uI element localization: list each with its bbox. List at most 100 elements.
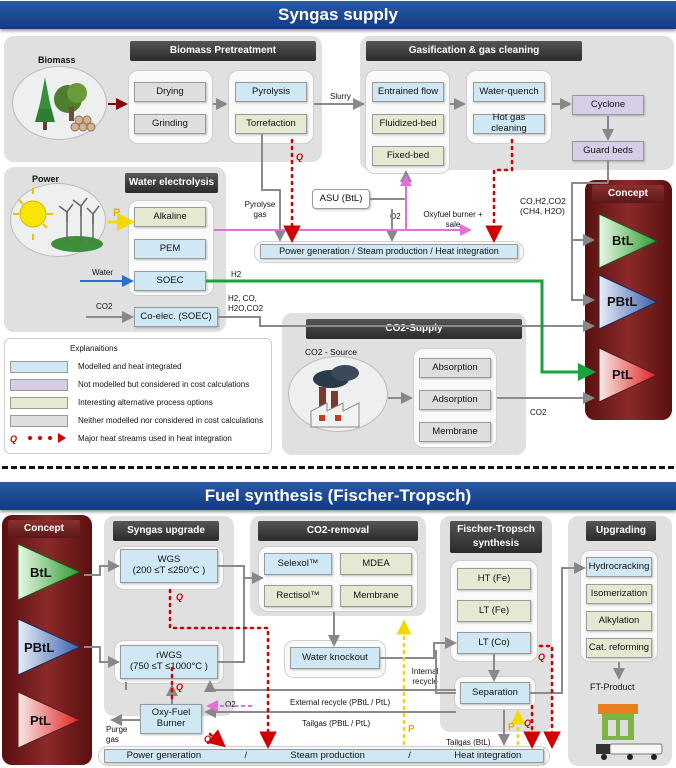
- membrane-box-top: Membrane: [419, 422, 491, 442]
- lt-co-box: LT (Co): [457, 632, 531, 654]
- power-gen-bar: Power generation / Steam production / He…: [260, 244, 518, 259]
- syngas-supply-banner: Syngas supply: [0, 1, 676, 29]
- factory-icon: [310, 365, 360, 428]
- ft-title-line2: synthesis: [472, 538, 520, 549]
- ptl-label-bottom: PtL: [30, 713, 51, 728]
- syngas-supply-title: Syngas supply: [278, 5, 398, 24]
- isomerization-box: Isomerization: [586, 584, 652, 604]
- legend-item-alternative: Interesting alternative process options: [78, 398, 213, 407]
- h2co-line1: H2, CO,: [228, 294, 257, 303]
- ht-fe-box: HT (Fe): [457, 568, 531, 590]
- concept-header-bottom: Concept: [8, 520, 80, 538]
- oxy-fuel-burner-box: Oxy-Fuel Burner: [140, 704, 202, 734]
- wind-solar-icon: [13, 188, 103, 252]
- h2co-line2: H2O,CO2: [228, 303, 264, 313]
- legend-title: Explanaitions: [70, 344, 118, 353]
- fuel-synthesis-title: Fuel synthesis (Fischer-Tropsch): [204, 486, 472, 505]
- torrefaction-box: Torrefaction: [235, 114, 307, 134]
- fixed-bed-box: Fixed-bed: [372, 146, 444, 166]
- ft-header: Fischer-Tropsch synthesis: [450, 521, 542, 553]
- btl-triangle: [598, 213, 659, 269]
- ptl-label-top: PtL: [612, 367, 633, 382]
- membrane-box-bottom: Membrane: [340, 585, 412, 607]
- legend-swatch-alternative: [10, 397, 68, 409]
- syngas-co-label: CO,H2,CO2: [520, 196, 566, 206]
- alkylation-box: Alkylation: [586, 611, 652, 631]
- pem-box: PEM: [134, 239, 206, 259]
- ptl-triangle-bottom: [17, 691, 82, 749]
- slurry-label: Slurry: [330, 92, 351, 101]
- syngas-upgrade-header: Syngas upgrade: [113, 521, 219, 541]
- guard-beds-box: Guard beds: [572, 141, 644, 161]
- legend-item-neither: Neither modelled nor considered in cost …: [78, 416, 263, 425]
- co2-out-label: CO2: [530, 408, 547, 417]
- upgrading-header: Upgrading: [586, 521, 656, 541]
- trees-icon: [35, 77, 96, 132]
- svg-text:Q: Q: [204, 734, 211, 744]
- h2-label: H2: [231, 270, 242, 279]
- fuel-station-icon: [596, 704, 663, 760]
- gasification-header: Gasification & gas cleaning: [366, 41, 582, 61]
- biomass-label: Biomass: [38, 55, 76, 65]
- fluidized-bed-box: Fluidized-bed: [372, 114, 444, 134]
- grinding-box: Grinding: [134, 114, 206, 134]
- power-image: [10, 183, 106, 257]
- wgs-label: WGS: [157, 554, 181, 566]
- absorption-box: Absorption: [419, 358, 491, 378]
- legend-item-heat: Major heat streams used in heat integrat…: [78, 434, 232, 443]
- hydrocracking-box: Hydrocracking: [586, 557, 652, 577]
- wgs-range: (200 ≤T ≤250°C ): [132, 565, 206, 576]
- section-separator: [2, 466, 674, 469]
- water-quench-box: Water-quench: [473, 82, 545, 102]
- water-knockout-box: Water knockout: [290, 647, 380, 669]
- o2-bottom-label: O2: [225, 700, 236, 709]
- co2-source-image: [288, 356, 388, 432]
- pyrolyse-gas-label: Pyrolyse gas: [244, 200, 276, 219]
- heat-integration-label: Heat integration: [454, 749, 522, 761]
- power-generation-label: Power generation: [126, 749, 202, 761]
- rwgs-box: rWGS (750 ≤T ≤1000°C ): [120, 645, 218, 679]
- power-bar-separator-1: /: [244, 749, 248, 761]
- pbtl-triangle-bottom: [17, 618, 82, 676]
- entrained-flow-box: Entrained flow: [372, 82, 444, 102]
- separation-box: Separation: [460, 682, 530, 704]
- btl-triangle-bottom: [17, 543, 82, 601]
- pyrolysis-box: Pyrolysis: [235, 82, 307, 102]
- cat-reforming-box: Cat. reforming: [586, 638, 652, 658]
- co2-supply-header: CO2-Supply: [306, 319, 522, 339]
- purge-gas-label: Purge gas: [106, 725, 128, 744]
- legend-swatch-not-modelled: [10, 379, 68, 391]
- btl-label-top: BtL: [612, 233, 634, 248]
- tailgas-pbtl-label: Tailgas (PBtL / PtL): [302, 719, 371, 728]
- o2-label: O2: [390, 212, 401, 221]
- drying-box: Drying: [134, 82, 206, 102]
- power-bar-separator-2: /: [408, 749, 411, 761]
- wgs-box: WGS (200 ≤T ≤250°C ): [120, 549, 218, 583]
- svg-text:P: P: [408, 724, 415, 735]
- fuel-synthesis-banner: Fuel synthesis (Fischer-Tropsch): [0, 482, 676, 510]
- syngas-composition-label: CO,H2,CO2 (CH4, H2O): [520, 196, 566, 216]
- co2-removal-header: CO2-removal: [258, 521, 418, 541]
- h2co-label: H2, CO, H2O,CO2: [228, 294, 263, 313]
- ft-title-line1: Fischer-Tropsch: [457, 524, 535, 535]
- legend-swatch-modelled: [10, 361, 68, 373]
- soec-box: SOEC: [134, 271, 206, 291]
- pbtl-triangle: [598, 274, 659, 330]
- mdea-box: MDEA: [340, 553, 412, 575]
- bottom-power-bar: Power generation / Steam production / He…: [104, 749, 544, 763]
- syngas-ch4-label: (CH4, H2O): [520, 206, 565, 217]
- btl-label-bottom: BtL: [30, 565, 52, 580]
- legend-swatch-neither: [10, 415, 68, 427]
- biomass-image: [12, 66, 107, 140]
- water-electrolysis-header: Water electrolysis: [125, 173, 218, 193]
- external-recycle-label: External recycle (PBtL / PtL): [290, 698, 391, 707]
- water-label: Water: [92, 268, 114, 277]
- alkaline-box: Alkaline: [134, 207, 206, 227]
- steam-production-label: Steam production: [290, 749, 365, 761]
- hot-gas-cleaning-box: Hot gas cleaning: [473, 112, 545, 134]
- co2-in-label: CO2: [96, 302, 113, 311]
- oxyfuel-sale-label: Oxyfuel burner + sale: [423, 210, 483, 229]
- selexol-box: Selexol™: [264, 553, 332, 575]
- pbtl-label-top: PBtL: [607, 294, 638, 309]
- biomass-pretreatment-header: Biomass Pretreatment: [130, 41, 316, 61]
